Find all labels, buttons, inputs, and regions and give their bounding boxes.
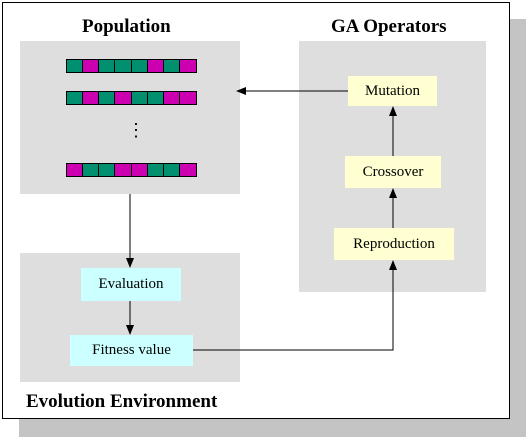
gene-magenta [115,92,132,104]
gene-teal [83,164,100,176]
gene-teal [163,60,180,72]
gene-teal [67,92,84,104]
gene-magenta [179,164,196,176]
mutation-box: Mutation [348,76,437,106]
gene-magenta [83,92,100,104]
gene-teal [115,60,132,72]
gene-magenta [147,60,164,72]
gene-teal [163,164,180,176]
evaluation-box: Evaluation [81,268,181,301]
gene-teal [131,60,148,72]
gene-magenta [67,164,84,176]
gene-magenta [179,60,196,72]
gene-teal [147,164,164,176]
fitness-value-box: Fitness value [70,335,193,366]
population-title: Population [82,16,171,37]
gene-teal [147,92,164,104]
gene-teal [99,164,116,176]
gene-magenta [115,164,132,176]
gene-magenta [179,92,196,104]
chromosome-last [66,163,197,177]
gene-teal [67,60,84,72]
arrow-fitness-to-reproduction [193,260,397,351]
reproduction-box: Reproduction [334,228,454,260]
gene-magenta [163,92,180,104]
chromosome-2 [66,91,197,105]
crossover-box: Crossover [345,156,441,188]
gene-teal [131,92,148,104]
gene-magenta [83,60,100,72]
ga-operators-title: GA Operators [331,16,447,37]
gene-teal [99,60,116,72]
gene-teal [99,92,116,104]
evolution-environment-title: Evolution Environment [26,391,218,412]
gene-magenta [131,164,148,176]
chromosome-1 [66,59,197,73]
